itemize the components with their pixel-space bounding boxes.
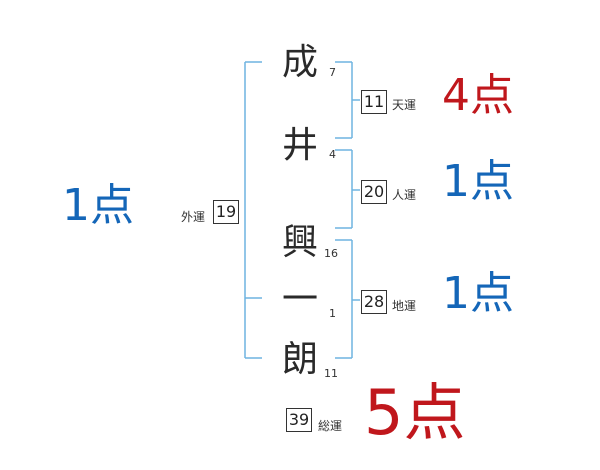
so-un-score: 5点 <box>364 376 466 449</box>
gai-un-value: 19 <box>213 200 239 224</box>
stroke-count-1: 7 <box>329 66 336 79</box>
name-char-4: 一 <box>282 279 319 320</box>
ten-un-score: 4点 <box>442 70 514 121</box>
jin-un-score: 1点 <box>442 156 514 207</box>
so-un-label: 総運 <box>318 419 343 433</box>
name-char-2: 井 <box>282 125 319 166</box>
stroke-count-5: 11 <box>324 367 338 380</box>
so-un-value: 39 <box>286 408 312 432</box>
gai-un-score: 1点 <box>62 180 134 231</box>
name-char-5: 朗 <box>282 339 319 380</box>
jin-un-value: 20 <box>361 180 387 204</box>
name-char-1: 成 <box>282 42 319 83</box>
name-char-3: 興 <box>282 222 319 263</box>
jin-un-label: 人運 <box>392 188 417 202</box>
ten-un-value: 11 <box>361 90 387 114</box>
chi-un-value: 28 <box>361 290 387 314</box>
gai-un-label: 外運 <box>181 210 206 224</box>
stroke-count-2: 4 <box>329 148 336 161</box>
chi-un-score: 1点 <box>442 268 514 319</box>
stroke-count-4: 1 <box>329 307 336 320</box>
stroke-count-3: 16 <box>324 247 338 260</box>
ten-un-label: 天運 <box>392 98 417 112</box>
chi-un-label: 地運 <box>392 299 417 313</box>
